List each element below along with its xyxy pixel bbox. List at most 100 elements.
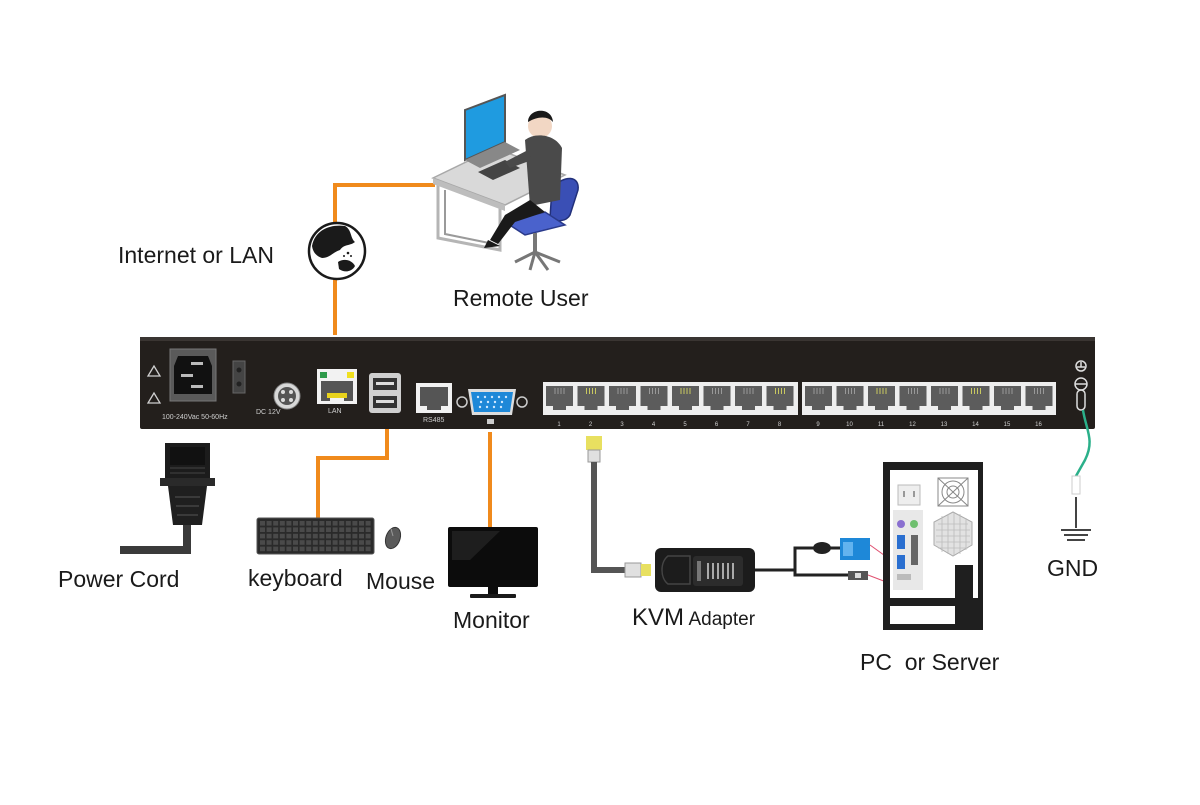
keyboard-key xyxy=(279,527,285,532)
mouse-label: Mouse xyxy=(366,568,436,594)
keyboard-key xyxy=(260,546,265,552)
port-number-label: 5 xyxy=(683,422,687,428)
keyboard-key xyxy=(345,533,351,539)
keyboard-key xyxy=(273,527,279,532)
keyboard-key xyxy=(345,521,351,526)
power-socket xyxy=(169,348,217,402)
ground-terminal xyxy=(1074,360,1088,411)
kvm-port-6 xyxy=(703,386,731,410)
keyboard-key xyxy=(306,521,312,526)
power-switch xyxy=(232,360,246,394)
keyboard-key xyxy=(332,533,338,539)
port-number-label: 9 xyxy=(816,422,820,428)
keyboard-key xyxy=(345,527,351,532)
keyboard-key xyxy=(312,533,318,539)
keyboard-key xyxy=(260,533,265,539)
power-cord-label: Power Cord xyxy=(58,566,180,592)
kvm-port-13 xyxy=(931,386,958,410)
keyboard-key xyxy=(319,540,325,545)
monitor-label: Monitor xyxy=(453,607,530,633)
power-rating-label: 100-240Vac 50-60Hz xyxy=(162,414,228,421)
keyboard-key xyxy=(332,540,338,545)
kvm-port-15 xyxy=(994,386,1021,410)
keyboard-key xyxy=(286,540,292,545)
remote-user-label: Remote User xyxy=(453,285,589,311)
keyboard-key xyxy=(352,527,358,532)
keyboard-key xyxy=(345,546,351,552)
keyboard-key xyxy=(299,540,305,545)
keyboard-key xyxy=(365,521,371,526)
keyboard-key xyxy=(345,540,351,545)
gnd-label: GND xyxy=(1047,555,1099,581)
keyboard-illustration xyxy=(256,517,375,555)
keyboard-key xyxy=(293,521,298,526)
port-number-label: 13 xyxy=(941,422,948,428)
keyboard-key xyxy=(293,546,298,552)
kvm-port-5 xyxy=(672,386,699,410)
keyboard-key xyxy=(260,521,265,526)
keyboard-key xyxy=(286,546,292,552)
keyboard-key xyxy=(332,521,338,526)
keyboard-key xyxy=(312,546,318,552)
monitor-illustration xyxy=(448,527,538,598)
keyboard-key xyxy=(312,527,318,532)
keyboard-key xyxy=(279,521,285,526)
kvm-port-14 xyxy=(962,386,990,410)
keyboard-key xyxy=(293,533,298,539)
kvm-port-4 xyxy=(640,386,668,410)
port-number-label: 15 xyxy=(1004,422,1011,428)
keyboard-key xyxy=(319,546,325,552)
keyboard-key xyxy=(286,533,292,539)
keyboard-key xyxy=(352,533,358,539)
keyboard-key xyxy=(359,527,364,532)
keyboard-key xyxy=(286,521,292,526)
keyboard-key xyxy=(266,540,272,545)
keyboard-key xyxy=(339,540,345,545)
keyboard-key xyxy=(339,546,345,552)
port-number-label: 2 xyxy=(589,422,593,428)
keyboard-key xyxy=(306,540,312,545)
keyboard-key xyxy=(273,540,279,545)
kvm-port-1 xyxy=(546,386,573,410)
port-number-label: 14 xyxy=(972,422,979,428)
keyboard-key xyxy=(260,527,265,532)
keyboard-key xyxy=(326,527,331,532)
kvm-port-7 xyxy=(735,386,762,410)
keyboard-label: keyboard xyxy=(248,565,343,591)
keyboard-key xyxy=(273,521,279,526)
remote-user-illustration xyxy=(431,93,579,271)
keyboard-key xyxy=(326,540,331,545)
dc-jack xyxy=(273,382,301,410)
cat5-cable xyxy=(586,436,651,578)
port-number-label: 11 xyxy=(878,422,885,428)
keyboard-key xyxy=(279,540,285,545)
keyboard-key xyxy=(299,521,305,526)
keyboard-key xyxy=(352,521,358,526)
port-number-label: 4 xyxy=(652,422,656,428)
port-number-label: 7 xyxy=(746,422,750,428)
port-number-label: 10 xyxy=(846,422,853,428)
warning-icon xyxy=(146,364,162,404)
keyboard-key xyxy=(332,527,338,532)
port-number-label: 12 xyxy=(909,422,916,428)
keyboard-key xyxy=(326,546,331,552)
keyboard-key xyxy=(306,546,312,552)
keyboard-key xyxy=(260,540,265,545)
keyboard-key xyxy=(293,527,298,532)
keyboard-key xyxy=(365,540,371,545)
keyboard-key xyxy=(266,527,272,532)
port-number-label: 16 xyxy=(1035,422,1042,428)
internet-or-lan-label: Internet or LAN xyxy=(118,242,274,268)
usb-ports xyxy=(369,373,401,413)
port-number-label: 6 xyxy=(715,422,719,428)
keyboard-key xyxy=(266,521,272,526)
keyboard-key xyxy=(299,533,305,539)
keyboard-key xyxy=(306,527,312,532)
keyboard-key xyxy=(293,540,298,545)
port-number-label: 1 xyxy=(557,422,561,428)
keyboard-key xyxy=(365,527,371,532)
rs485-port xyxy=(416,383,452,413)
kvm-port-9 xyxy=(805,386,832,410)
keyboard-key xyxy=(359,546,364,552)
globe-icon xyxy=(307,221,367,281)
